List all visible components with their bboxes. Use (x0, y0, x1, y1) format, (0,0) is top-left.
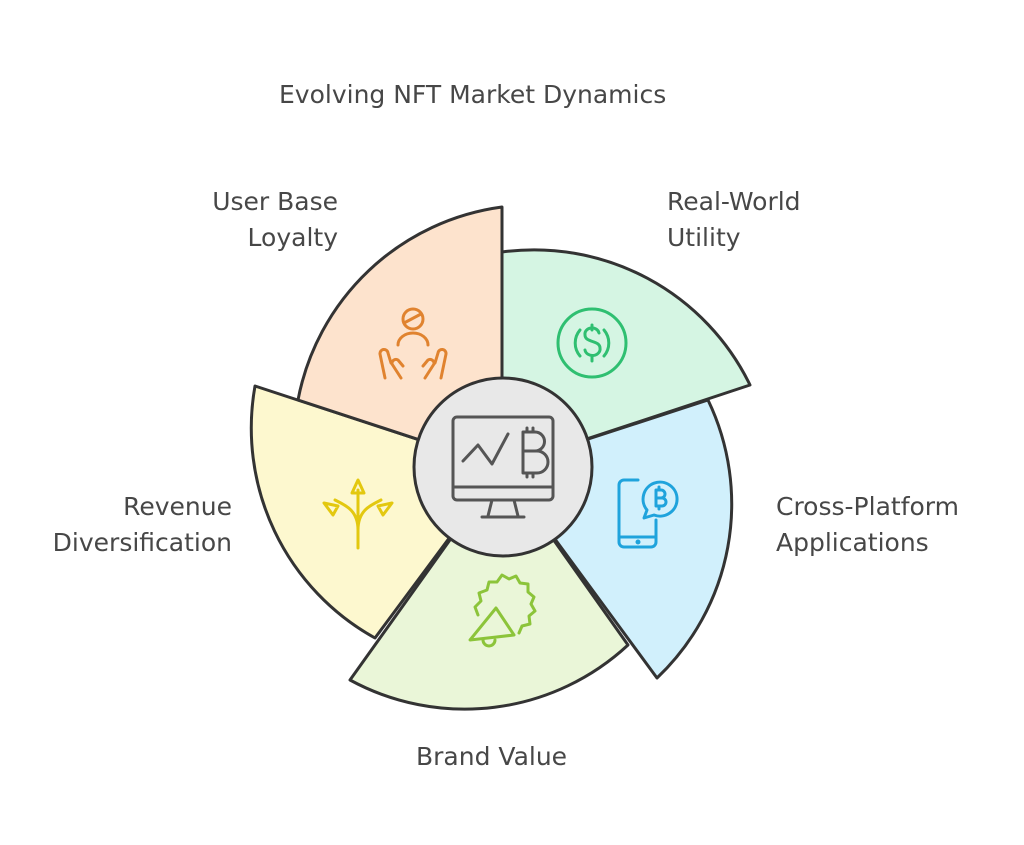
dollar-coin-icon (556, 307, 628, 379)
label-line: Real-World (667, 187, 801, 216)
phone-bitcoin-icon (617, 478, 679, 549)
label-line: User Base (212, 187, 338, 216)
label-line: Applications (776, 528, 929, 557)
center-circle (412, 376, 594, 558)
hands-person-icon (378, 307, 448, 380)
label-line: Diversification (52, 528, 232, 557)
label-line: Brand Value (416, 742, 568, 771)
label-line: Utility (667, 223, 741, 252)
diverging-arrows-icon (322, 478, 394, 550)
label-line: Cross-Platform (776, 492, 959, 521)
monitor-bitcoin-chart-icon (451, 415, 555, 519)
label-brand-value: Brand Value (416, 739, 567, 775)
diagram-title: Evolving NFT Market Dynamics (279, 80, 667, 109)
label-revenue-diversification: Revenue Diversification (27, 489, 232, 561)
label-real-world-utility: Real-World Utility (667, 184, 801, 256)
label-user-base-loyalty: User Base Loyalty (170, 184, 338, 256)
megaphone-icon (468, 573, 537, 648)
label-line: Revenue (123, 492, 232, 521)
label-cross-platform-applications: Cross-Platform Applications (776, 489, 959, 561)
label-line: Loyalty (247, 223, 338, 252)
